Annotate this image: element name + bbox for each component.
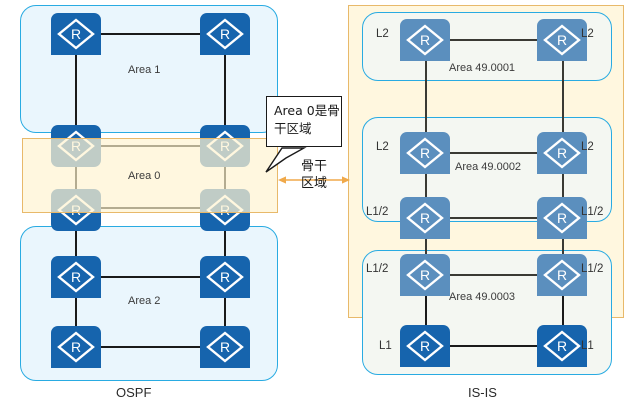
link-isis-r5-r6	[450, 217, 538, 220]
router-isis-r8[interactable]: R	[537, 254, 587, 296]
svg-text:R: R	[557, 32, 567, 48]
isis-area-49-0001-label: Area 49.0001	[449, 62, 516, 74]
router-isis-r1[interactable]: R	[400, 19, 450, 61]
isis-area-49-0002-label: Area 49.0002	[455, 161, 522, 173]
svg-text:R: R	[220, 26, 230, 42]
ospf-area-2-label: Area 2	[128, 295, 161, 307]
backbone-zone-line-2: 区域	[300, 176, 327, 191]
router-icon: R	[57, 331, 95, 363]
router-icon: R	[206, 331, 244, 363]
svg-text:R: R	[220, 269, 230, 285]
link-isis-r3-r5	[425, 172, 428, 205]
link-isis-r3-r4	[450, 152, 538, 155]
router-isis-r3[interactable]: R	[400, 132, 450, 174]
router-ospf-r7[interactable]: R	[51, 256, 101, 298]
svg-text:R: R	[420, 145, 430, 161]
backbone-zone-line-1: 骨干	[300, 159, 327, 174]
isis-area-49-0003-label: Area 49.0003	[449, 291, 516, 303]
router-icon: R	[206, 261, 244, 293]
router-icon: R	[543, 202, 581, 234]
svg-text:R: R	[557, 210, 567, 226]
svg-text:R: R	[71, 339, 81, 355]
link-ospf-r5-r7	[75, 226, 78, 258]
svg-text:R: R	[420, 267, 430, 283]
level-label-isis-r7: L1/2	[366, 263, 389, 275]
svg-text:R: R	[420, 338, 430, 354]
router-icon: R	[543, 24, 581, 56]
callout-line-2: 干区域	[274, 121, 312, 136]
link-ospf-r8-r10	[224, 296, 227, 328]
callout-line-1: Area 0是骨	[274, 103, 340, 118]
level-label-isis-r8: L1/2	[581, 263, 604, 275]
router-isis-r4[interactable]: R	[537, 132, 587, 174]
ospf-protocol-label: OSPF	[116, 385, 152, 400]
router-icon: R	[57, 261, 95, 293]
level-label-isis-r3: L2	[376, 141, 389, 153]
link-isis-r7-r8	[450, 274, 538, 277]
isis-protocol-label: IS-IS	[468, 385, 497, 400]
level-label-isis-r9: L1	[379, 340, 392, 352]
router-icon: R	[543, 137, 581, 169]
level-label-isis-r2: L2	[581, 28, 594, 40]
svg-text:R: R	[557, 338, 567, 354]
router-isis-r6[interactable]: R	[537, 197, 587, 239]
router-ospf-r2[interactable]: R	[200, 13, 250, 55]
router-icon: R	[543, 330, 581, 362]
link-ospf-r7-r8	[100, 276, 227, 279]
link-isis-r1-r2	[450, 39, 538, 42]
link-isis-r2-r4	[562, 59, 565, 139]
router-ospf-r1[interactable]: R	[51, 13, 101, 55]
router-isis-r9[interactable]: R	[400, 325, 450, 367]
router-isis-r5[interactable]: R	[400, 197, 450, 239]
link-ospf-r9-r10	[100, 346, 227, 349]
level-label-isis-r10: L1	[581, 340, 594, 352]
ospf-area-0-label: Area 0	[128, 170, 161, 182]
svg-text:R: R	[220, 339, 230, 355]
router-ospf-r8[interactable]: R	[200, 256, 250, 298]
link-isis-r9-r10	[450, 345, 538, 348]
link-isis-r7-r9	[425, 294, 428, 332]
ospf-area-1-label: Area 1	[128, 64, 161, 76]
level-label-isis-r4: L2	[581, 141, 594, 153]
router-icon: R	[406, 137, 444, 169]
router-icon: R	[206, 18, 244, 50]
router-icon: R	[406, 24, 444, 56]
svg-text:R: R	[557, 267, 567, 283]
backbone-callout-box: Area 0是骨 干区域	[266, 96, 342, 147]
ospf-backbone-band-area-0	[22, 138, 278, 213]
svg-text:R: R	[420, 32, 430, 48]
router-icon: R	[57, 18, 95, 50]
router-icon: R	[406, 202, 444, 234]
router-isis-r10[interactable]: R	[537, 325, 587, 367]
link-isis-r4-r6	[562, 172, 565, 205]
router-ospf-r9[interactable]: R	[51, 326, 101, 368]
link-ospf-r7-r9	[75, 296, 78, 328]
router-icon: R	[406, 330, 444, 362]
level-label-isis-r1: L2	[376, 28, 389, 40]
router-ospf-r10[interactable]: R	[200, 326, 250, 368]
svg-text:R: R	[71, 269, 81, 285]
router-icon: R	[543, 259, 581, 291]
level-label-isis-r5: L1/2	[366, 206, 389, 218]
link-ospf-r6-r8	[224, 226, 227, 258]
level-label-isis-r6: L1/2	[581, 206, 604, 218]
svg-text:R: R	[71, 26, 81, 42]
link-ospf-r1-r3	[75, 53, 78, 127]
backbone-zone-label: 骨干 区域	[285, 158, 343, 192]
backbone-span-arrow	[278, 176, 350, 184]
router-icon: R	[406, 259, 444, 291]
link-ospf-r1-r2	[100, 33, 202, 36]
link-isis-r1-r3	[425, 59, 428, 139]
svg-text:R: R	[420, 210, 430, 226]
router-isis-r2[interactable]: R	[537, 19, 587, 61]
router-isis-r7[interactable]: R	[400, 254, 450, 296]
svg-text:R: R	[557, 145, 567, 161]
link-ospf-r2-r4	[224, 53, 227, 127]
callout-tail	[265, 147, 307, 173]
link-isis-r8-r10	[562, 294, 565, 332]
